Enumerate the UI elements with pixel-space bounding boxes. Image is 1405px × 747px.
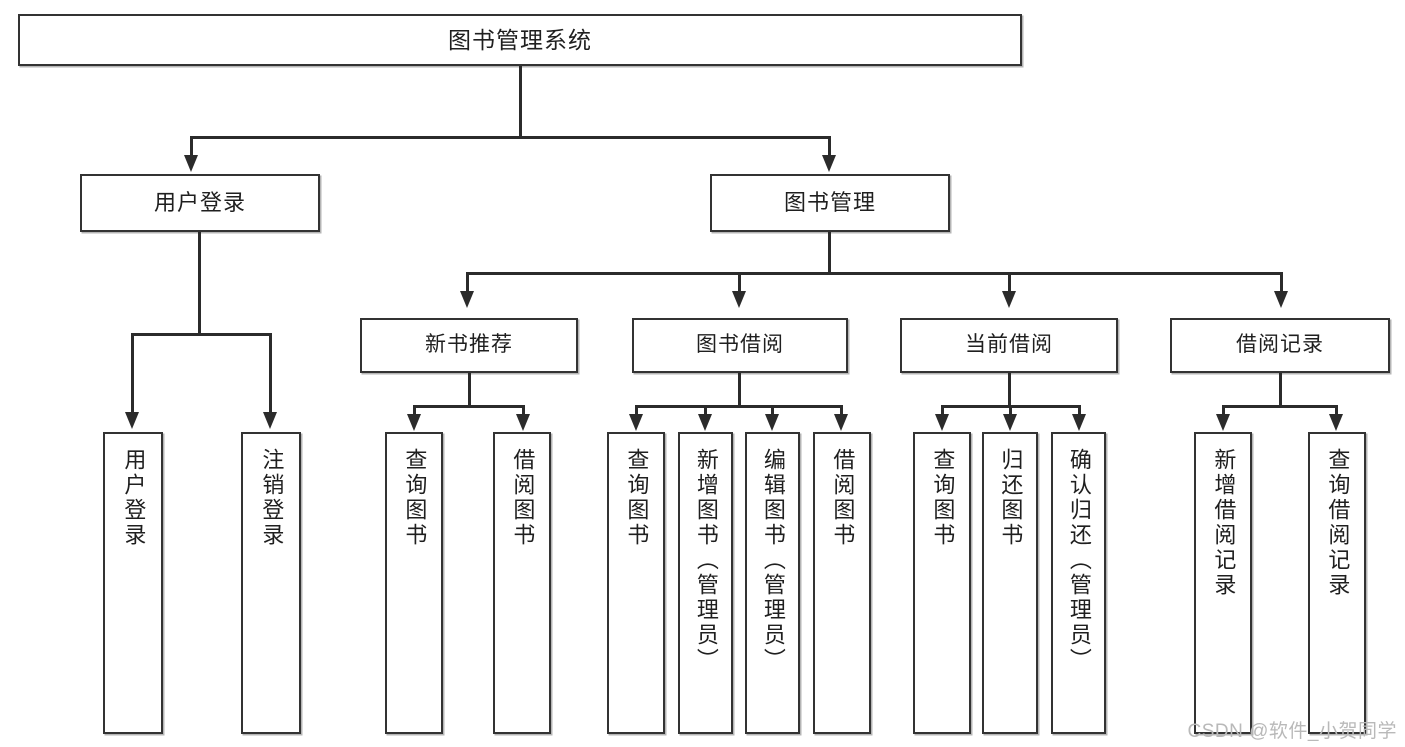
connector-borrow-drop-1 xyxy=(635,405,638,417)
node-label: 查询借阅记录 xyxy=(1325,448,1351,598)
leaf-borrow-book-recommend[interactable]: 借阅图书 xyxy=(493,432,551,734)
connector-root-to-bookmgmt xyxy=(828,136,831,158)
arrow-to-leaf-add-record xyxy=(1216,414,1230,431)
arrow-to-new-book-recommend xyxy=(460,291,474,308)
arrow-to-leaf-query-book-3 xyxy=(935,414,949,431)
connector-borrow-drop-4 xyxy=(840,405,843,417)
connector-current-drop-3 xyxy=(1078,405,1081,417)
arrow-to-leaf-borrow-book-1 xyxy=(516,414,530,431)
connector-bookmgmt-drop-2 xyxy=(738,272,741,294)
connector-current-drop-2 xyxy=(1009,405,1012,417)
node-book-borrow[interactable]: 图书借阅 xyxy=(632,318,848,373)
node-label: 借阅记录 xyxy=(1236,333,1324,357)
node-label: 用户登录 xyxy=(121,448,147,548)
connector-current-drop-1 xyxy=(941,405,944,417)
node-label: 新书推荐 xyxy=(425,333,513,357)
arrow-to-user-login xyxy=(184,155,198,172)
connector-record-bus xyxy=(1222,405,1338,408)
node-label: 查询图书 xyxy=(624,448,650,548)
leaf-add-book-admin[interactable]: 新增图书（管理员） xyxy=(678,432,733,734)
arrow-to-leaf-query-record xyxy=(1329,414,1343,431)
connector-userlogin-drop-2 xyxy=(269,333,272,415)
node-book-management[interactable]: 图书管理 xyxy=(710,174,950,232)
connector-userlogin-stem xyxy=(198,232,201,335)
node-label: 确认归还（管理员） xyxy=(1066,448,1092,673)
leaf-add-borrow-record[interactable]: 新增借阅记录 xyxy=(1194,432,1252,734)
connector-bookmgmt-bus xyxy=(466,272,1280,275)
connector-record-drop-1 xyxy=(1222,405,1225,417)
watermark: CSDN @软件_小贺同学 xyxy=(1187,721,1397,742)
node-label: 编辑图书（管理员） xyxy=(760,448,786,673)
leaf-logout[interactable]: 注销登录 xyxy=(241,432,301,734)
connector-recommend-drop-2 xyxy=(522,405,525,417)
connector-borrow-drop-3 xyxy=(771,405,774,417)
leaf-confirm-return-admin[interactable]: 确认归还（管理员） xyxy=(1051,432,1106,734)
arrow-to-book-management xyxy=(822,155,836,172)
arrow-to-leaf-add-book xyxy=(698,414,712,431)
connector-root-stem xyxy=(519,66,522,138)
node-label: 归还图书 xyxy=(998,448,1024,548)
leaf-return-book[interactable]: 归还图书 xyxy=(982,432,1038,734)
arrow-to-leaf-return-book xyxy=(1003,414,1017,431)
connector-recommend-stem xyxy=(468,373,471,407)
arrow-to-leaf-edit-book xyxy=(765,414,779,431)
arrow-to-leaf-confirm-return xyxy=(1072,414,1086,431)
node-borrow-record[interactable]: 借阅记录 xyxy=(1170,318,1390,373)
node-label: 新增图书（管理员） xyxy=(693,448,719,673)
node-label: 新增借阅记录 xyxy=(1211,448,1237,598)
arrow-to-leaf-user-login xyxy=(125,412,139,429)
arrow-to-leaf-borrow-book-2 xyxy=(834,414,848,431)
leaf-query-borrow-record[interactable]: 查询借阅记录 xyxy=(1308,432,1366,734)
arrow-to-book-borrow xyxy=(732,291,746,308)
connector-root-bus xyxy=(190,136,830,139)
connector-borrow-stem xyxy=(738,373,741,407)
node-label: 查询图书 xyxy=(930,448,956,548)
connector-userlogin-bus xyxy=(131,333,269,336)
leaf-user-login[interactable]: 用户登录 xyxy=(103,432,163,734)
arrow-to-leaf-logout xyxy=(263,412,277,429)
leaf-query-book-borrow[interactable]: 查询图书 xyxy=(607,432,665,734)
node-new-book-recommend[interactable]: 新书推荐 xyxy=(360,318,578,373)
connector-bookmgmt-drop-4 xyxy=(1280,272,1283,294)
node-label: 图书借阅 xyxy=(696,333,784,357)
connector-userlogin-drop-1 xyxy=(131,333,134,415)
leaf-query-book-recommend[interactable]: 查询图书 xyxy=(385,432,443,734)
node-label: 查询图书 xyxy=(402,448,428,548)
connector-current-stem xyxy=(1008,373,1011,407)
connector-root-to-login xyxy=(190,136,193,158)
node-current-borrow[interactable]: 当前借阅 xyxy=(900,318,1118,373)
arrow-to-borrow-record xyxy=(1274,291,1288,308)
connector-bookmgmt-drop-3 xyxy=(1008,272,1011,294)
connector-recommend-drop-1 xyxy=(413,405,416,417)
connector-borrow-bus xyxy=(635,405,843,408)
connector-bookmgmt-stem xyxy=(828,232,831,274)
connector-record-stem xyxy=(1279,373,1282,407)
arrow-to-leaf-query-book-1 xyxy=(407,414,421,431)
node-label: 当前借阅 xyxy=(965,333,1053,357)
connector-record-drop-2 xyxy=(1335,405,1338,417)
node-label: 用户登录 xyxy=(153,190,246,216)
node-label: 借阅图书 xyxy=(510,448,536,548)
arrow-to-leaf-query-book-2 xyxy=(629,414,643,431)
leaf-edit-book-admin[interactable]: 编辑图书（管理员） xyxy=(745,432,800,734)
leaf-query-book-current[interactable]: 查询图书 xyxy=(913,432,971,734)
leaf-borrow-book-borrow[interactable]: 借阅图书 xyxy=(813,432,871,734)
connector-recommend-bus xyxy=(413,405,525,408)
arrow-to-current-borrow xyxy=(1002,291,1016,308)
node-root-system[interactable]: 图书管理系统 xyxy=(18,14,1022,66)
node-label: 图书管理系统 xyxy=(448,26,592,53)
node-user-login[interactable]: 用户登录 xyxy=(80,174,320,232)
node-label: 图书管理 xyxy=(783,190,876,216)
connector-borrow-drop-2 xyxy=(704,405,707,417)
node-label: 借阅图书 xyxy=(830,448,856,548)
node-label: 注销登录 xyxy=(259,448,285,548)
connector-bookmgmt-drop-1 xyxy=(466,272,469,294)
